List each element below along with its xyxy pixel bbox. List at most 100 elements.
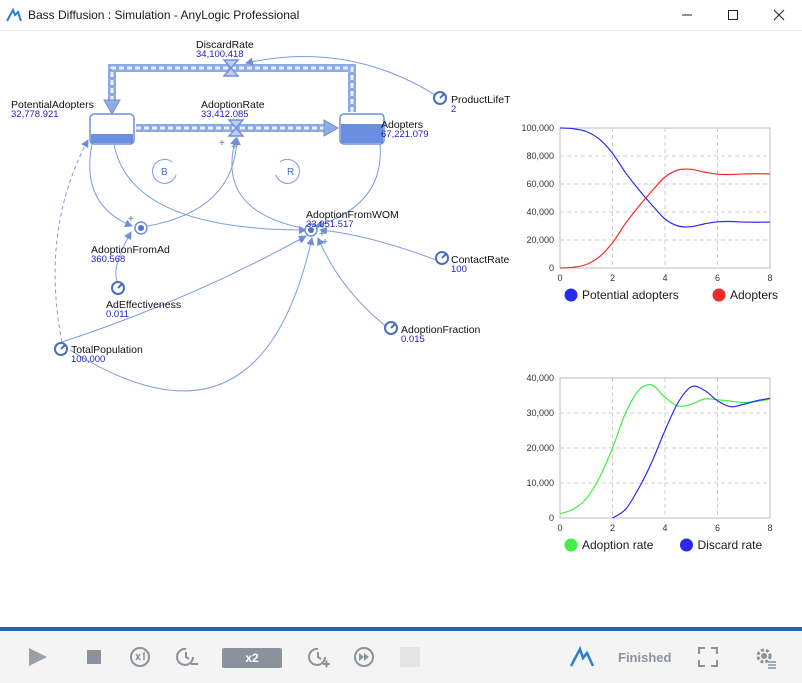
svg-text:B: B <box>161 167 168 178</box>
y-tick-label: 100,000 <box>521 123 554 133</box>
realtime-scale-button[interactable] <box>128 645 152 669</box>
product-life-time-value: 2 <box>451 104 456 115</box>
anylogic-app-icon <box>6 7 22 22</box>
anylogic-logo-icon <box>569 646 595 667</box>
discard-rate-label: DiscardRate <box>196 39 254 51</box>
x-tick-label: 6 <box>715 273 720 283</box>
product-life-time-parameter-icon[interactable] <box>433 91 447 105</box>
adoption-from-wom-label: AdoptionFromWOM <box>306 209 399 221</box>
anylogic-logo <box>568 645 596 669</box>
adoption-from-wom-value: 33,051.517 <box>306 219 354 230</box>
series-line-1 <box>559 168 771 269</box>
slow-down-button[interactable] <box>174 645 200 669</box>
slow-down-icon <box>176 647 198 666</box>
maximize-icon <box>728 10 738 20</box>
polarity-marks: + + + + + + <box>128 138 328 248</box>
y-tick-label: 30,000 <box>526 408 554 418</box>
speed-up-icon <box>308 647 330 668</box>
close-button[interactable] <box>756 0 802 30</box>
x-tick-label: 2 <box>610 273 615 283</box>
x-tick-label: 8 <box>767 523 772 533</box>
discard-flow-pipe <box>103 64 356 116</box>
y-tick-label: 40,000 <box>526 207 554 217</box>
window-title: Bass Diffusion : Simulation - AnyLogic P… <box>28 8 300 22</box>
contact-rate-parameter-icon[interactable] <box>435 251 449 265</box>
svg-text:+: + <box>322 237 328 248</box>
pause-icon <box>400 647 420 667</box>
svg-text:+: + <box>219 138 225 149</box>
svg-text:+: + <box>298 236 304 247</box>
contact-rate-label: ContactRate <box>451 254 510 266</box>
stock-flow-diagram: B R + + + + + + Discar <box>11 39 510 392</box>
balancing-loop-indicator: B <box>152 158 177 184</box>
adopters-value: 67,221.079 <box>381 129 429 140</box>
y-tick-label: 10,000 <box>526 478 554 488</box>
stop-button[interactable] <box>84 645 104 669</box>
settings-button[interactable] <box>752 645 778 669</box>
legend-marker <box>680 538 693 552</box>
minimize-button[interactable] <box>664 0 710 30</box>
adoption-fraction-value: 0.015 <box>401 334 425 345</box>
run-until-icon <box>354 647 374 667</box>
y-tick-label: 80,000 <box>526 151 554 161</box>
y-tick-label: 40,000 <box>526 373 554 383</box>
adoption-from-ad-label: AdoptionFromAd <box>91 244 170 256</box>
y-tick-label: 60,000 <box>526 179 554 189</box>
x-tick-label: 8 <box>767 273 772 283</box>
legend-label: Adoption rate <box>582 538 654 552</box>
ad-effectiveness-parameter-icon[interactable] <box>111 281 125 295</box>
legend-marker <box>564 538 578 552</box>
simulation-status: Finished <box>618 650 672 665</box>
stop-icon <box>87 650 101 664</box>
fullscreen-button[interactable] <box>696 645 720 669</box>
x-tick-label: 4 <box>662 273 667 283</box>
realtime-scale-icon <box>130 647 150 667</box>
svg-text:R: R <box>287 167 294 178</box>
adopters-stock[interactable] <box>339 113 385 145</box>
adoption-from-wom-variable[interactable] <box>304 223 318 237</box>
y-tick-label: 20,000 <box>526 443 554 453</box>
adoption-fraction-parameter-icon[interactable] <box>384 321 398 335</box>
adoption-rate-valve[interactable] <box>227 119 245 137</box>
settings-icon <box>756 648 776 669</box>
adoption-fraction-label: AdoptionFraction <box>401 324 481 336</box>
adoption-from-ad-variable[interactable] <box>134 221 148 235</box>
reinforcing-loop-indicator: R <box>275 158 300 184</box>
minimize-icon <box>682 14 692 16</box>
total-population-label: TotalPopulation <box>71 344 143 356</box>
potential-adopters-stock[interactable] <box>89 113 135 145</box>
adoption-rate-value: 33,412.085 <box>201 109 249 120</box>
fullscreen-icon <box>698 647 718 667</box>
adoption-flow-pipe <box>136 119 340 137</box>
svg-text:+: + <box>231 142 237 153</box>
discard-rate-value: 34,100.418 <box>196 49 244 60</box>
legend-label: Discard rate <box>698 538 763 552</box>
speed-multiplier-display: x2 <box>222 648 282 668</box>
series-line-0 <box>559 127 771 228</box>
series-line-0 <box>559 384 771 515</box>
maximize-button[interactable] <box>710 0 756 30</box>
title-bar: Bass Diffusion : Simulation - AnyLogic P… <box>0 0 802 31</box>
x-tick-label: 6 <box>715 523 720 533</box>
x-tick-label: 0 <box>557 523 562 533</box>
legend-label: Adopters <box>730 288 778 302</box>
adoption-from-ad-value: 360.568 <box>91 254 125 265</box>
speed-up-button[interactable] <box>306 645 332 669</box>
discard-rate-valve[interactable] <box>222 59 240 77</box>
run-button[interactable] <box>26 645 50 669</box>
ad-effectiveness-value: 0.011 <box>106 309 129 320</box>
series-line-1 <box>612 385 771 519</box>
total-population-value: 100,000 <box>71 354 105 365</box>
x-tick-label: 4 <box>662 523 667 533</box>
run-until-button[interactable] <box>352 645 376 669</box>
legend-marker <box>564 288 578 302</box>
product-life-time-label: ProductLifeTime <box>451 94 510 106</box>
legend-label: Potential adopters <box>582 288 679 302</box>
potential-adopters-label: PotentialAdopters <box>11 99 94 111</box>
svg-text:+: + <box>128 214 134 225</box>
causal-links <box>54 55 441 392</box>
total-population-parameter-icon[interactable] <box>54 342 68 356</box>
pause-button[interactable] <box>398 645 422 669</box>
